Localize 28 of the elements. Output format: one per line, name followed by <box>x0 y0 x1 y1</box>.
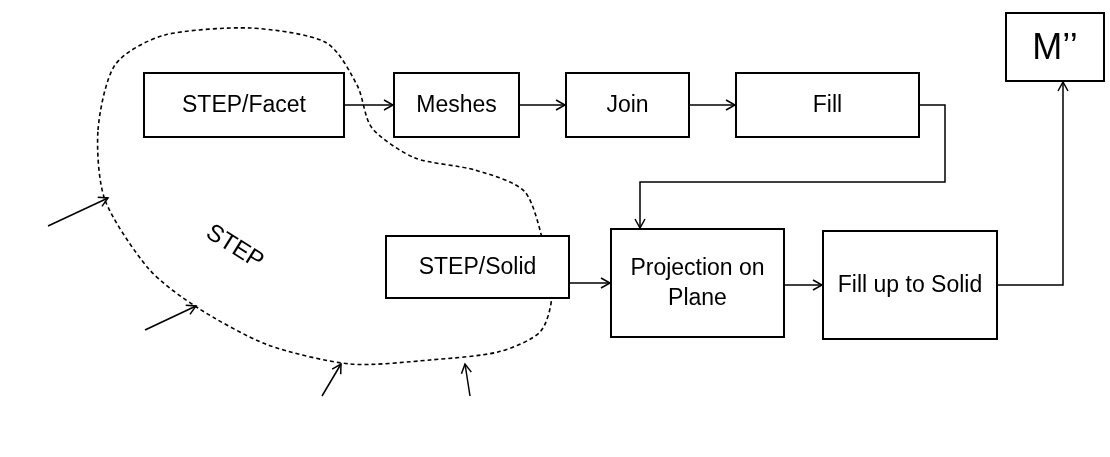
process-box <box>565 72 690 138</box>
box-label: Meshes <box>416 90 497 120</box>
arrow <box>569 277 611 289</box>
process-box <box>735 72 920 138</box>
arrow <box>997 81 1069 286</box>
box-label: M’’ <box>1032 24 1078 69</box>
box-label: Fill up to Solid <box>837 270 983 300</box>
arrow <box>321 363 342 397</box>
box-label: Fill <box>812 90 843 120</box>
process-box <box>610 228 785 338</box>
process-box <box>1005 12 1105 82</box>
process-box <box>822 230 998 340</box>
arrow <box>460 363 473 397</box>
arrow <box>634 104 946 229</box>
arrow <box>784 279 823 291</box>
box-label: Join <box>606 90 649 120</box>
arrow <box>144 304 197 331</box>
arrow <box>519 99 566 111</box>
region-label: STEP <box>201 217 270 275</box>
box-label: STEP/Solid <box>418 252 537 282</box>
box-label: Projection on Plane <box>629 253 766 312</box>
arrow <box>47 196 109 227</box>
process-box <box>143 72 345 138</box>
arrow <box>344 99 394 111</box>
box-label: STEP/Facet <box>182 90 306 120</box>
process-box <box>385 235 570 299</box>
process-box <box>393 72 520 138</box>
arrow <box>689 99 736 111</box>
